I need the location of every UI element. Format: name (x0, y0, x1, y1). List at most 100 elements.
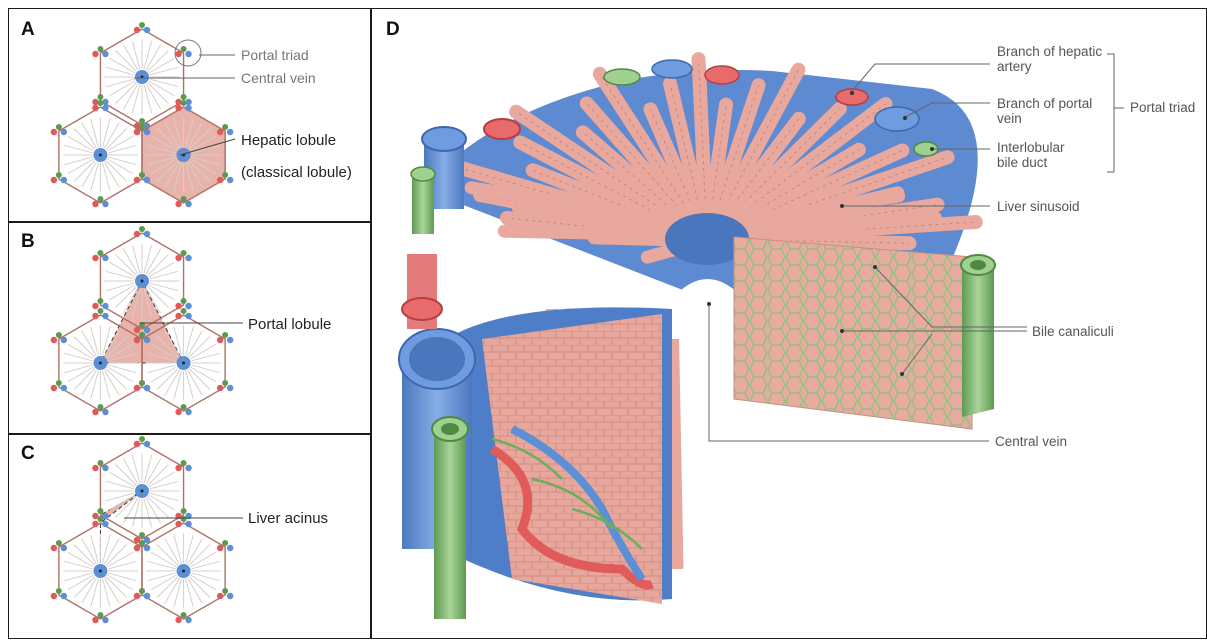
branch-portal-vein-label: Branch of portal (997, 96, 1092, 111)
sinusoid-spoke (106, 271, 134, 279)
sinusoid-spoke (144, 455, 152, 483)
classical-lobule-label: (classical lobule) (241, 164, 352, 181)
portal-triad-label-d: Portal triad (1130, 100, 1195, 115)
hepatocyte-plate (738, 230, 855, 237)
sinusoid-spoke (91, 371, 99, 399)
portal-artery-dot (217, 593, 223, 599)
portal-vein-dot (144, 441, 150, 447)
sinusoid-spoke (150, 283, 178, 291)
bile-duct-dot (139, 226, 145, 232)
central-vein-center (141, 280, 144, 283)
portal-artery-dot (175, 465, 181, 471)
sinusoid-spoke (174, 535, 182, 563)
bile-duct-dot (139, 532, 145, 538)
portal-vein-dot (144, 327, 150, 333)
bile-duct-dot (56, 124, 62, 130)
panel-b-diagram: Portal lobule (9, 223, 372, 435)
portal-vein-dot (102, 303, 108, 309)
portal-artery-dot (134, 27, 140, 33)
sinusoid-spoke (191, 365, 219, 373)
portal-vein-dot (144, 385, 150, 391)
sinusoid-spoke (103, 371, 111, 399)
branch-portal-vein-label-2: vein (997, 111, 1022, 126)
sinusoid-spoke (91, 163, 99, 191)
portal-artery-dot (92, 313, 98, 319)
portal-vein-dot (144, 593, 150, 599)
portal-artery-dot (175, 313, 181, 319)
portal-vein-dot (144, 129, 150, 135)
sinusoid-spoke (144, 41, 152, 69)
portal-vein-branch (875, 107, 919, 131)
portal-vein-dot (185, 255, 191, 261)
sinusoid-spoke (91, 119, 99, 147)
hexagon-grid-a (51, 22, 234, 207)
portal-artery-dot (92, 617, 98, 623)
bile-duct-dot (139, 332, 145, 338)
portal-vein-dot (144, 27, 150, 33)
bile-duct-dot (139, 22, 145, 28)
liver-sinusoid-label: Liver sinusoid (997, 199, 1080, 214)
portal-lobule-label: Portal lobule (248, 316, 331, 333)
hexagon-grid-c (51, 436, 234, 623)
sinusoid-spoke (186, 327, 194, 355)
portal-artery-dot (175, 201, 181, 207)
central-vein-center (182, 362, 185, 365)
sinusoid-spoke (132, 85, 140, 113)
portal-vein-dot (102, 255, 108, 261)
portal-artery-dot (175, 409, 181, 415)
portal-vein-dot (185, 617, 191, 623)
bile-duct-dot (139, 124, 145, 130)
portal-vein-dot (102, 201, 108, 207)
central-vein-center (141, 490, 144, 493)
portal-vein-dot (185, 51, 191, 57)
bile-duct-dot (181, 308, 187, 314)
portal-artery-dot (134, 129, 140, 135)
bile-duct-dot (181, 250, 187, 256)
portal-artery-dot (217, 129, 223, 135)
bile-duct-dot (56, 172, 62, 178)
sinusoid-spoke (91, 579, 99, 607)
portal-vein-dot (102, 409, 108, 415)
liver-lobule-3d-illustration: Branch of hepatic artery Branch of porta… (372, 9, 1207, 640)
portal-artery-dot (134, 177, 140, 183)
portal-artery-dot (134, 231, 140, 237)
sinusoid-spoke (186, 371, 194, 399)
sinusoid-spoke (103, 163, 111, 191)
central-vein-center (99, 154, 102, 157)
portal-vein-dot (102, 51, 108, 57)
sinusoid-spoke (150, 67, 178, 75)
portal-vein-dot (61, 177, 67, 183)
portal-vein-dot (227, 337, 233, 343)
sinusoid-spoke (108, 145, 136, 153)
panel-b: B Portal lobule (8, 222, 371, 434)
bile-duct-dot (222, 332, 228, 338)
liver-acinus-label: Liver acinus (248, 510, 328, 527)
portal-vein-dot (185, 409, 191, 415)
portal-artery-dot (92, 51, 98, 57)
portal-vein-dot (61, 593, 67, 599)
central-vein-label: Central vein (241, 70, 316, 86)
bile-duct-dot (97, 516, 103, 522)
sinusoid-spoke (108, 365, 136, 373)
central-vein-center (182, 570, 185, 573)
sinusoid-spoke (150, 493, 178, 501)
portal-artery-dot (51, 129, 57, 135)
panel-d: D (371, 8, 1207, 639)
portal-artery-dot (134, 327, 140, 333)
portal-artery-dot (51, 177, 57, 183)
bile-duct-dot (97, 508, 103, 514)
bile-duct-dot (181, 508, 187, 514)
portal-artery-dot (92, 521, 98, 527)
bile-duct-dot (139, 436, 145, 442)
sinusoid-spoke (64, 145, 92, 153)
portal-vein-dot (144, 231, 150, 237)
panel-a-diagram: Portal triad Central vein Hepatic lobule… (9, 9, 372, 223)
hepatocyte-plate (672, 309, 677, 569)
portal-artery-dot (175, 521, 181, 527)
sinusoid-spoke (144, 245, 152, 273)
bile-duct-dot (97, 196, 103, 202)
portal-artery-dot (217, 545, 223, 551)
bile-canaliculi-label: Bile canaliculi (1032, 324, 1114, 339)
portal-vein-dot (61, 545, 67, 551)
portal-artery-dot (175, 51, 181, 57)
